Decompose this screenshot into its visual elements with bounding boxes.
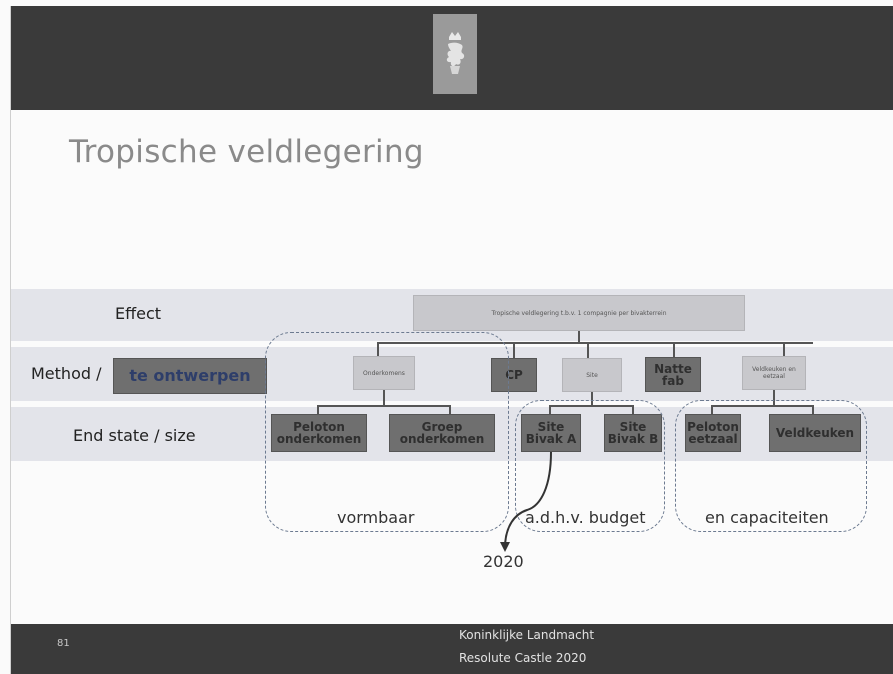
node-veldkeuken-eetzaal: Veldkeuken en eetzaal bbox=[742, 356, 806, 390]
connector bbox=[513, 342, 515, 364]
connector bbox=[377, 342, 379, 356]
connector bbox=[383, 390, 385, 406]
connector bbox=[632, 405, 634, 415]
node-natte-fab-line1: Natte bbox=[654, 361, 692, 376]
label-budget: a.d.h.v. budget bbox=[525, 508, 646, 527]
connector bbox=[377, 342, 813, 344]
node-natte-fab-line2: fab bbox=[662, 373, 684, 388]
node-groep-onderkomen: Groep onderkomen bbox=[389, 414, 495, 452]
connector bbox=[549, 405, 633, 407]
effect-box: Tropische veldlegering t.b.v. 1 compagni… bbox=[413, 295, 745, 331]
slide-title: Tropische veldlegering bbox=[69, 134, 424, 170]
node-groep-onderkomen-line2: onderkomen bbox=[399, 432, 485, 446]
slide: Tropische veldlegering Effect Method / t… bbox=[10, 6, 893, 674]
connector bbox=[587, 342, 589, 364]
row-label-effect: Effect bbox=[115, 304, 162, 323]
label-capaciteiten: en capaciteiten bbox=[705, 508, 829, 527]
node-cp: CP bbox=[491, 358, 537, 392]
connector bbox=[711, 405, 713, 415]
node-site-bivak-b-line2: Bivak B bbox=[607, 432, 659, 446]
footer-org: Koninklijke Landmacht bbox=[459, 628, 595, 642]
footer-exercise: Resolute Castle 2020 bbox=[459, 651, 587, 665]
group-vormbaar bbox=[265, 332, 509, 532]
node-groep-onderkomen-line1: Groep bbox=[421, 420, 463, 434]
node-site: Site bbox=[562, 358, 622, 392]
connector bbox=[673, 342, 675, 364]
group-budget bbox=[515, 400, 665, 532]
arrow-to-year bbox=[500, 451, 552, 552]
page-number: 81 bbox=[57, 638, 70, 649]
header-bar bbox=[11, 6, 893, 110]
connector bbox=[591, 392, 593, 405]
connector bbox=[578, 331, 580, 342]
label-year: 2020 bbox=[483, 552, 524, 571]
node-peloton-onderkomen: Peloton onderkomen bbox=[271, 414, 367, 452]
node-peloton-onderkomen-line1: Peloton bbox=[293, 420, 345, 434]
node-onderkomens: Onderkomens bbox=[353, 356, 415, 390]
connector bbox=[317, 405, 319, 415]
node-peloton-eetzaal-line2: eetzaal bbox=[688, 432, 738, 446]
connector bbox=[783, 342, 785, 356]
node-site-bivak-a-line2: Bivak A bbox=[525, 432, 577, 446]
group-capaciteiten bbox=[675, 400, 867, 532]
connector bbox=[317, 405, 449, 407]
node-natte-fab: Natte fab bbox=[645, 357, 701, 392]
label-vormbaar: vormbaar bbox=[337, 508, 415, 527]
coat-of-arms-icon bbox=[433, 14, 477, 94]
row-label-end-state: End state / size bbox=[73, 426, 196, 445]
connector bbox=[549, 405, 551, 415]
row-label-method: Method / bbox=[31, 364, 102, 383]
connector bbox=[812, 405, 814, 415]
method-badge: te ontwerpen bbox=[113, 358, 267, 394]
node-peloton-onderkomen-line2: onderkomen bbox=[276, 432, 362, 446]
connector bbox=[449, 405, 451, 415]
node-veldkeuken: Veldkeuken bbox=[769, 414, 861, 452]
connector bbox=[773, 390, 775, 405]
node-site-bivak-a-line1: Site bbox=[537, 420, 565, 434]
footer-bar bbox=[11, 624, 893, 674]
connector bbox=[711, 405, 813, 407]
